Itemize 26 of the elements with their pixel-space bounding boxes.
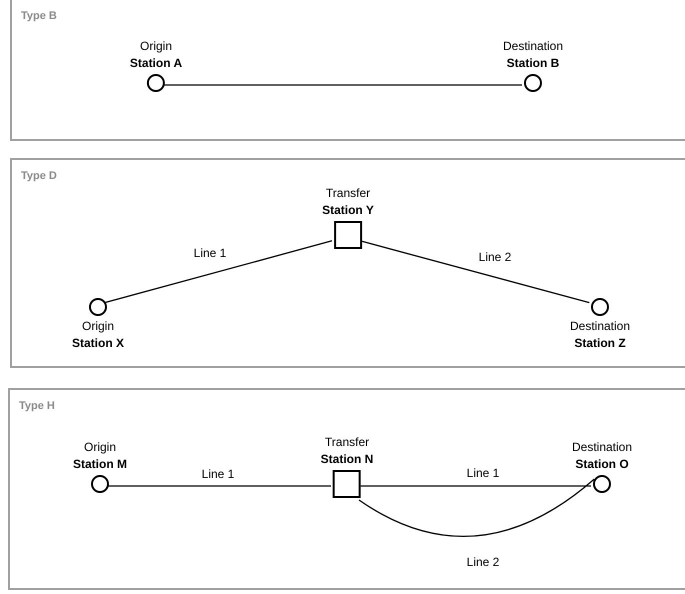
- panel: [10, 0, 685, 141]
- route-line: [104, 240, 332, 304]
- station-role: Origin: [82, 318, 114, 335]
- route-line: [107, 485, 331, 487]
- station-name: Station Z: [574, 335, 626, 352]
- station-role: Transfer: [326, 185, 370, 202]
- station-name: Station X: [72, 335, 124, 352]
- station-role: Transfer: [324, 434, 370, 451]
- route-line: [358, 478, 595, 537]
- panel-title: Type D: [21, 169, 57, 184]
- station-name: Station O: [575, 456, 629, 473]
- station-name: Station M: [73, 456, 127, 473]
- station-name: Station A: [130, 55, 182, 72]
- station-role: Destination: [572, 439, 632, 456]
- station-role: Origin: [140, 38, 172, 55]
- route-line: [359, 485, 591, 487]
- station-role: Origin: [84, 439, 116, 456]
- station-name: Station N: [320, 451, 374, 468]
- panel-title: Type H: [19, 399, 55, 414]
- station-role: Destination: [570, 318, 630, 335]
- route-line: [360, 240, 590, 304]
- route-line: [163, 84, 522, 86]
- panel-title: Type B: [21, 9, 57, 24]
- station-name: Station B: [506, 55, 560, 72]
- station-name: Station Y: [322, 202, 374, 219]
- station-role: Destination: [502, 38, 564, 55]
